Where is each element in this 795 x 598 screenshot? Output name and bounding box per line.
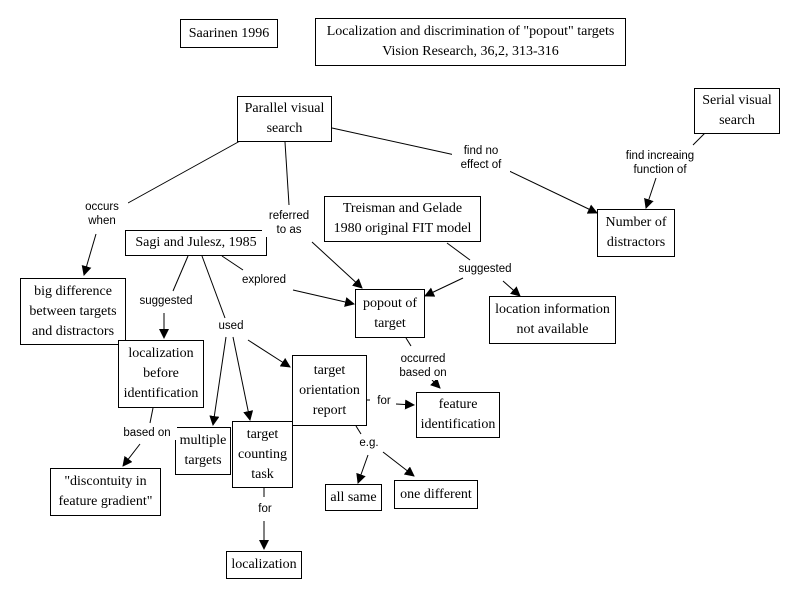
node-feature-identification[interactable]: feature identification <box>416 392 500 438</box>
link-label-occurred-based-on: occurred based on <box>392 352 454 380</box>
node-big-difference[interactable]: big difference between targets and distr… <box>20 278 126 345</box>
node-target-counting-task[interactable]: target counting task <box>232 421 293 488</box>
connector-parallel-to-occurs-when <box>127 140 241 204</box>
link-label-counting-for: for <box>253 502 277 516</box>
node-localization-before-identification[interactable]: localization before identification <box>118 340 204 408</box>
link-label-based-on: based on <box>117 426 177 440</box>
node-target-orientation-report[interactable]: target orientation report <box>292 355 367 426</box>
node-localization[interactable]: localization <box>226 551 302 579</box>
node-multiple-targets[interactable]: multiple targets <box>175 427 231 475</box>
node-treisman-gelade[interactable]: Treisman and Gelade 1980 original FIT mo… <box>324 196 481 242</box>
node-sagi-julesz[interactable]: Sagi and Julesz, 1985 <box>125 230 267 256</box>
connector-parallel-to-label-find-no-effect <box>331 127 456 156</box>
connector-eg-to-one-different <box>382 451 415 477</box>
node-discontinuity-feature-gradient[interactable]: "discontuity in feature gradient" <box>50 468 161 516</box>
connector-localization-to-based-on <box>149 407 154 424</box>
node-saarinen-1996[interactable]: Saarinen 1996 <box>180 19 278 48</box>
connector-sagi-to-used <box>201 255 226 319</box>
link-label-sagi-suggested: suggested <box>133 294 199 308</box>
connector-popout-to-occurred <box>405 337 412 347</box>
node-popout-of-target[interactable]: popout of target <box>355 289 425 338</box>
link-label-explored: explored <box>235 273 293 287</box>
connector-occurred-to-feature <box>430 378 441 389</box>
link-label-treisman-suggested: suggested <box>452 262 518 276</box>
connector-suggested-to-popout <box>424 277 464 297</box>
link-label-eg: e.g. <box>355 436 383 450</box>
node-one-different[interactable]: one different <box>394 480 478 509</box>
connector-explored-to-popout <box>292 289 355 307</box>
connector-suggested-to-location <box>502 280 521 297</box>
connector-used-to-multiple <box>209 336 227 426</box>
connector-sagi-to-suggested <box>172 255 189 292</box>
connector-find-no-effect-to-number <box>506 169 598 214</box>
node-location-information[interactable]: location information not available <box>489 296 616 344</box>
connector-treisman-to-suggested <box>446 242 471 261</box>
link-label-find-no-effect: find no effect of <box>452 144 510 172</box>
node-parallel-visual-search[interactable]: Parallel visual search <box>237 96 332 142</box>
connector-occurs-when-to-big-difference <box>81 233 97 276</box>
connector-orientation-to-eg <box>355 425 362 435</box>
connector-for-to-feature <box>395 399 415 410</box>
connector-used-to-counting <box>232 336 254 421</box>
link-label-referred-to-as: referred to as <box>262 209 316 237</box>
link-label-find-increasing: find increaing function of <box>615 149 705 177</box>
connector-find-increasing-to-number <box>644 177 657 209</box>
connector-sagi-to-explored <box>221 255 244 271</box>
link-label-used: used <box>212 319 250 333</box>
connector-parallel-to-referred <box>284 141 290 206</box>
node-serial-visual-search[interactable]: Serial visual search <box>694 88 780 134</box>
link-label-orientation-for: for <box>372 394 396 408</box>
connector-referred-to-popout <box>311 241 363 289</box>
connector-eg-to-all-same <box>356 454 369 484</box>
node-paper-title[interactable]: Localization and discrimination of "popo… <box>315 18 626 66</box>
connector-used-to-orientation <box>247 339 291 368</box>
connector-based-on-to-discontinuity <box>122 443 141 467</box>
connector-serial-to-label <box>692 132 706 146</box>
link-label-occurs-when: occurs when <box>76 200 128 228</box>
node-all-same[interactable]: all same <box>325 484 382 511</box>
node-number-of-distractors[interactable]: Number of distractors <box>597 209 675 257</box>
